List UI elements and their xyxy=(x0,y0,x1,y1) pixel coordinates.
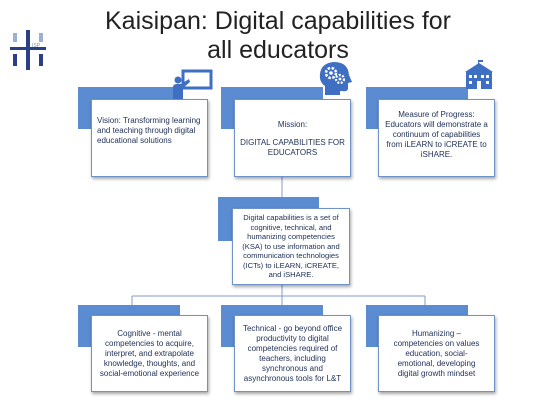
mission-text: DIGITAL CAPABILITIES FOR EDUCATORS xyxy=(240,138,345,157)
technical-card: Technical - go beyond office productivit… xyxy=(234,315,351,392)
head-gears-icon xyxy=(317,60,353,101)
cognitive-card: Cognitive - mental competencies to acqui… xyxy=(91,315,208,392)
mission-label: Mission: xyxy=(277,120,308,129)
definition-text: Digital capabilities is a set of cogniti… xyxy=(242,212,340,280)
technical-text: Technical - go beyond office productivit… xyxy=(242,323,343,383)
title-line-2: all educators xyxy=(207,36,349,64)
vision-text: Vision: Transforming learning and teachi… xyxy=(97,116,201,145)
mission-card: Mission: DIGITAL CAPABILITIES FOR EDUCAT… xyxy=(234,99,351,177)
definition-card: Digital capabilities is a set of cogniti… xyxy=(232,208,350,285)
presentation-icon xyxy=(169,69,213,104)
progress-text: Measure of Progress: Educators will demo… xyxy=(385,110,488,159)
logo-label: ISP xyxy=(32,43,41,49)
school-building-icon xyxy=(462,60,496,95)
logo xyxy=(8,20,58,72)
humanizing-card: Humanizing – competencies on values educ… xyxy=(378,315,495,392)
logo-mark-icon xyxy=(10,30,46,70)
vision-card: Vision: Transforming learning and teachi… xyxy=(91,99,208,177)
progress-card: Measure of Progress: Educators will demo… xyxy=(378,99,495,177)
humanizing-text: Humanizing – competencies on values educ… xyxy=(393,328,480,378)
title-line-1: Kaisipan: Digital capabilities for xyxy=(104,7,451,35)
cognitive-text: Cognitive - mental competencies to acqui… xyxy=(99,328,200,378)
